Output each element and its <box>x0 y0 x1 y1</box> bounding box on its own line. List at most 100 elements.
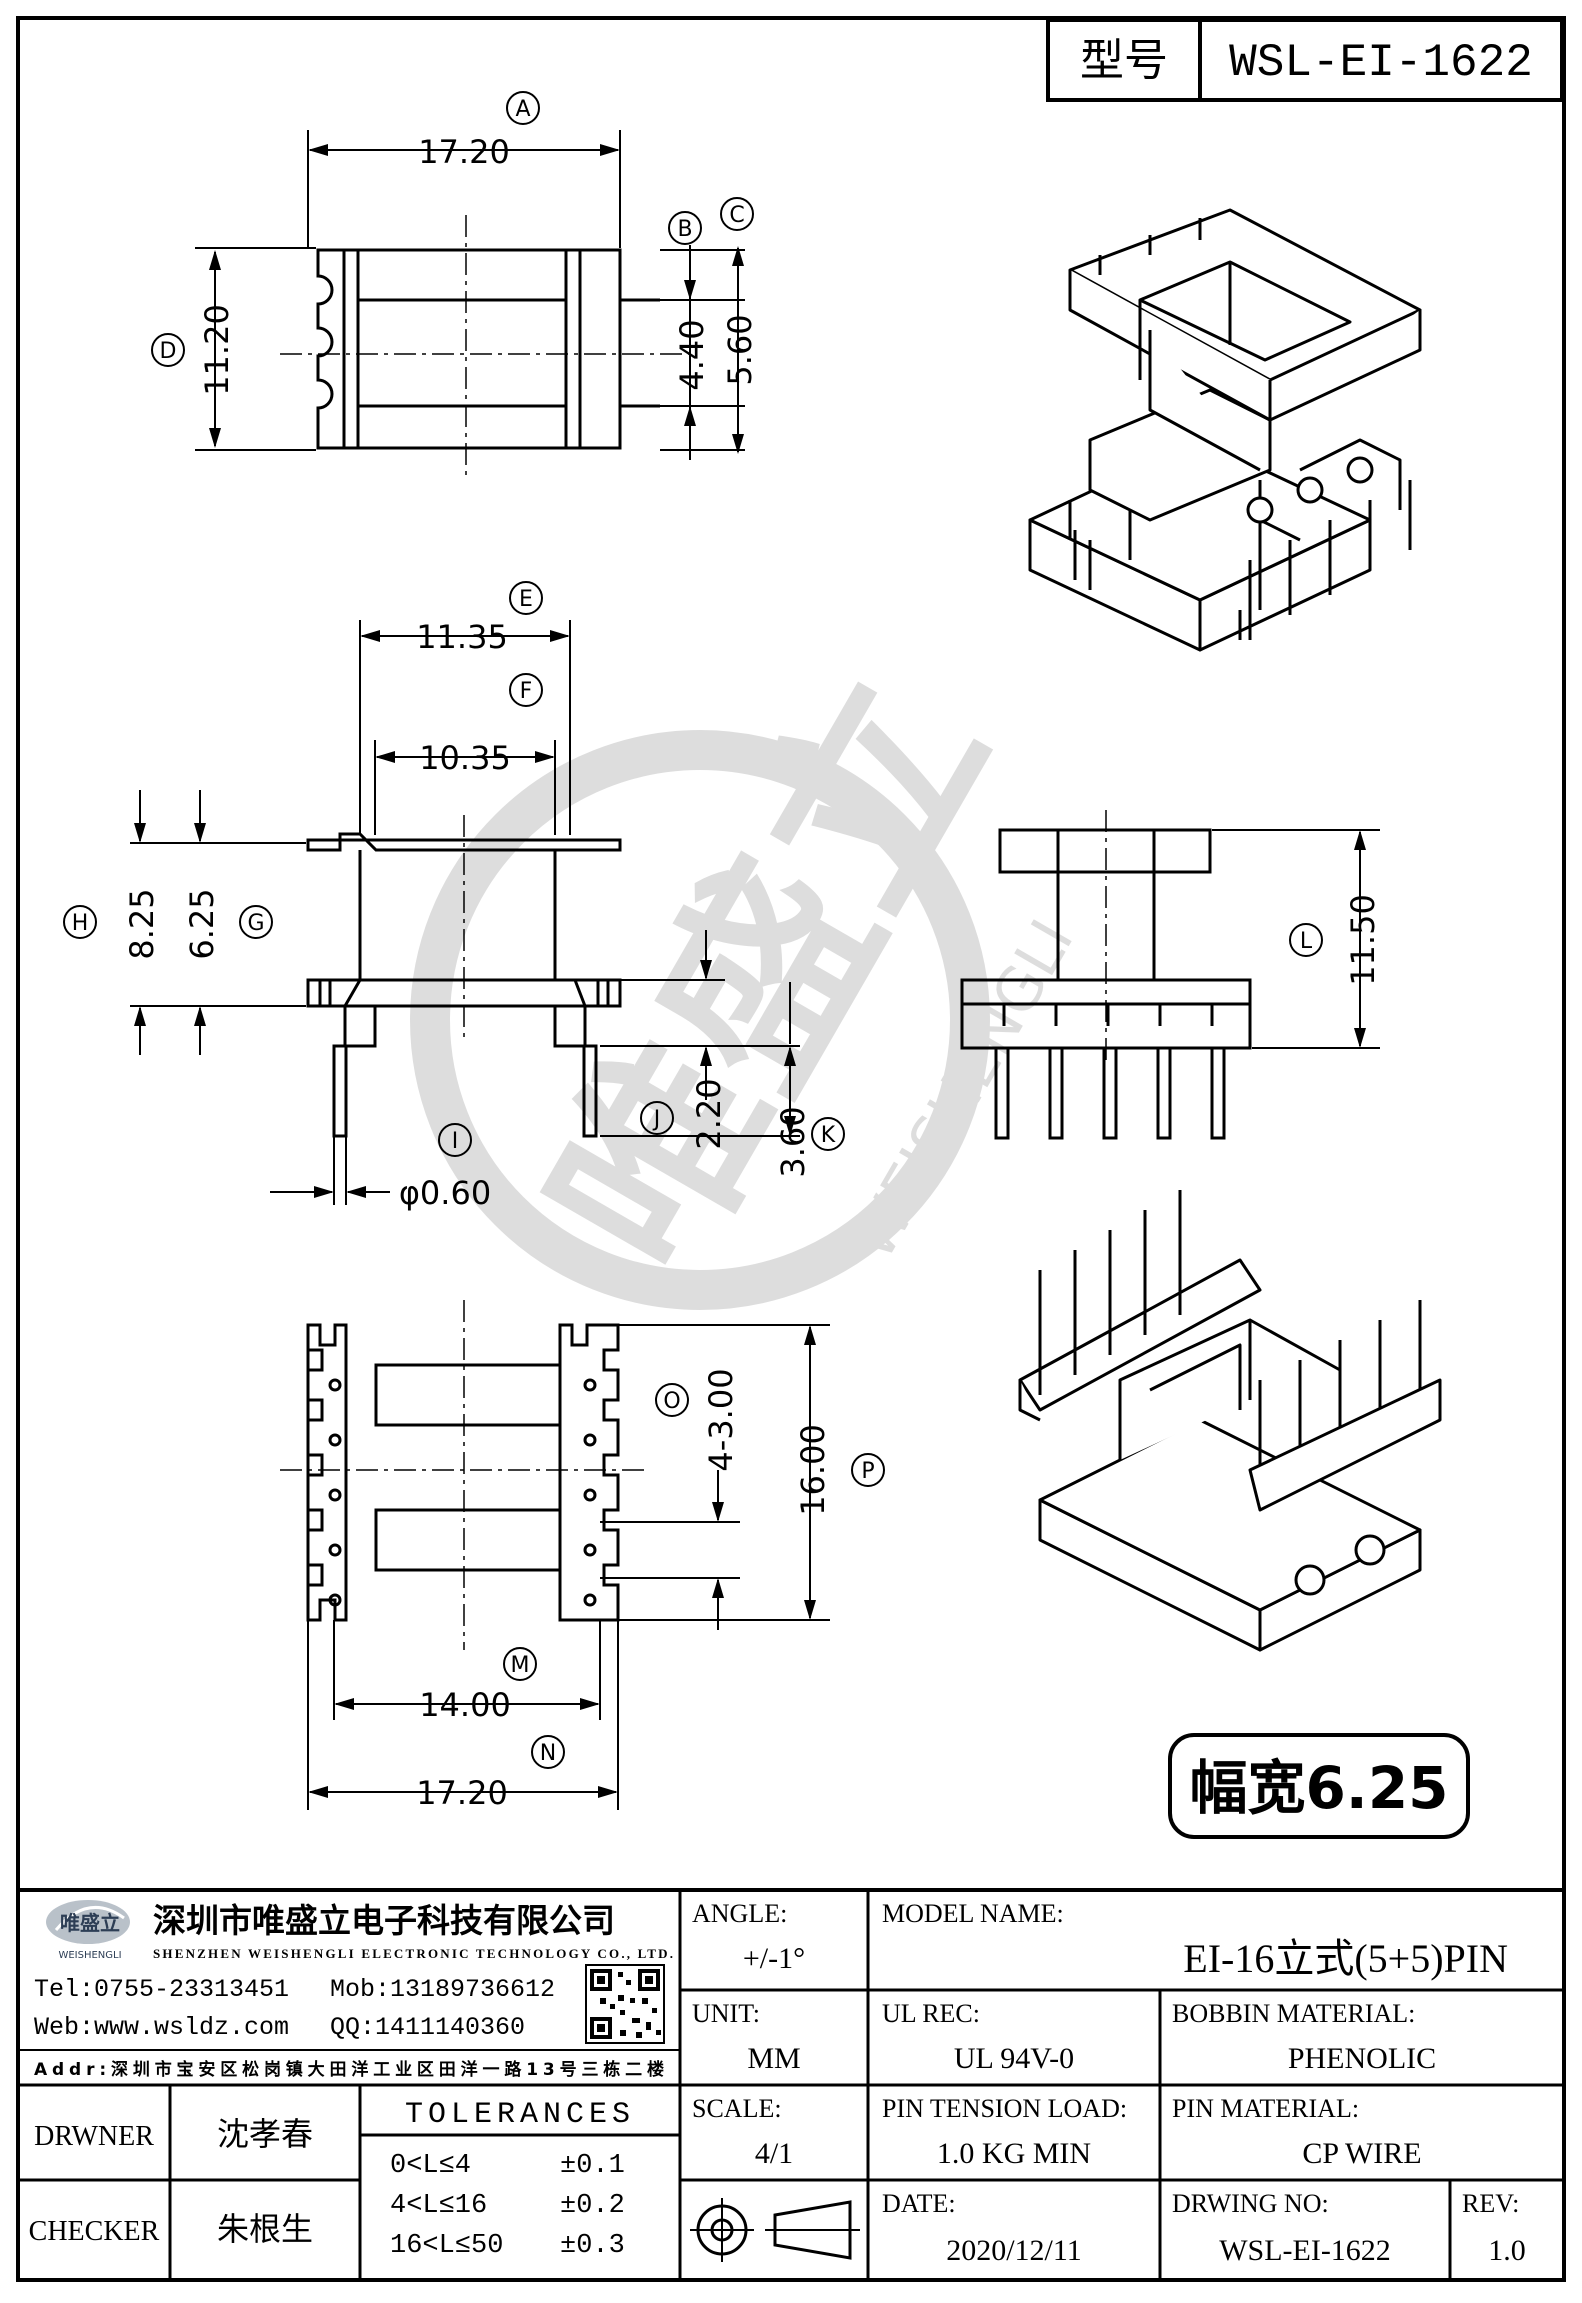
title-block <box>16 1888 1566 2282</box>
dim-j-id: J <box>652 1107 661 1132</box>
rev-label: REV: <box>1462 2189 1519 2218</box>
dim-l-id: L <box>1300 929 1313 954</box>
top-view <box>280 215 690 480</box>
tolerance-range-1: 0<L≤4 <box>390 2151 471 2181</box>
dim-g-id: G <box>247 911 264 936</box>
tolerance-range-2: 4<L≤16 <box>390 2191 487 2221</box>
top-view-labels: 17.20 A B C D 11.20 4.40 5.60 <box>160 97 759 396</box>
iso-view-top <box>1028 208 1422 652</box>
pin-tension-label: PIN TENSION LOAD: <box>882 2094 1127 2123</box>
dim-h-value: 8.25 <box>123 888 161 959</box>
rev-value: 1.0 <box>1488 2234 1526 2267</box>
angle-label: ANGLE: <box>692 1899 787 1928</box>
company-name-en: SHENZHEN WEISHENGLI ELECTRONIC TECHNOLOG… <box>153 1946 673 1961</box>
dim-p-value: 16.00 <box>794 1424 832 1516</box>
dim-i-id: I <box>452 1129 459 1154</box>
unit-value: MM <box>747 2042 800 2075</box>
dim-g-value: 6.25 <box>183 888 221 959</box>
width-badge: 幅宽6.25 <box>1168 1733 1470 1839</box>
dim-f-value: 10.35 <box>419 739 511 777</box>
company-qq: QQ:1411140360 <box>330 2013 525 2042</box>
company-block: 唯盛立 WEISHENGLI 深圳市唯盛立电子科技有限公司 SHENZHEN W… <box>34 1900 673 2080</box>
iso-view-bottom <box>1018 1190 1442 1652</box>
company-web: Web:www.wsldz.com <box>34 2013 289 2042</box>
qr-code <box>585 1964 665 2044</box>
ul-rec-value: UL 94V-0 <box>954 2042 1074 2075</box>
dim-a-id: A <box>515 97 530 122</box>
pin-material-value: CP WIRE <box>1302 2137 1421 2170</box>
dim-d-value: 11.20 <box>198 304 236 396</box>
header-model-box: 型号 WSL-EI-1622 <box>1046 18 1564 102</box>
checker-label: CHECKER <box>29 2216 160 2247</box>
dim-c-id: C <box>729 203 744 228</box>
tolerances-block: TOLERANCES 0<L≤4 ±0.1 4<L≤16 ±0.2 16<L≤5… <box>390 2098 635 2261</box>
top-view-dims <box>151 91 754 460</box>
tolerance-range-3: 16<L≤50 <box>390 2231 503 2261</box>
type-label: 型号 <box>1080 35 1168 86</box>
ul-rec-label: UL REC: <box>882 1999 980 2028</box>
company-logo-sub: WEISHENGLI <box>58 1950 121 1961</box>
dim-p-id: P <box>861 1459 874 1484</box>
front-view <box>306 815 622 1138</box>
unit-label: UNIT: <box>692 1999 760 2028</box>
company-logo: 唯盛立 WEISHENGLI <box>46 1900 130 1961</box>
drawer-label: DRWNER <box>34 2121 154 2152</box>
projection-symbol <box>690 2198 860 2262</box>
signature-block: DRWNER 沈孝春 CHECKER 朱根生 <box>29 2115 313 2248</box>
bottom-view-dims <box>307 1324 885 1810</box>
dim-k-value: 3.60 <box>774 1106 812 1177</box>
dim-i-value: φ0.60 <box>399 1174 491 1212</box>
front-view-dims <box>63 581 845 1205</box>
dim-e-id: E <box>519 587 533 612</box>
tolerance-value-1: ±0.1 <box>560 2151 625 2181</box>
date-label: DATE: <box>882 2189 956 2218</box>
dim-a-value: 17.20 <box>418 133 510 171</box>
pin-material-label: PIN MATERIAL: <box>1172 2094 1359 2123</box>
checker-name: 朱根生 <box>217 2210 313 2248</box>
spec-left-column: ANGLE: +/-1° UNIT: MM SCALE: 4/1 <box>692 1899 805 2170</box>
tolerance-value-3: ±0.3 <box>560 2231 625 2261</box>
side-view-dims <box>1212 829 1380 1049</box>
dim-f-id: F <box>520 679 533 704</box>
dim-c-value: 5.60 <box>721 314 759 385</box>
dim-o-id: O <box>663 1389 680 1414</box>
dim-o-value: 4-3.00 <box>702 1368 740 1471</box>
company-addr: Addr:深圳市宝安区松岗镇大田洋工业区田洋一路13号三栋二楼 <box>34 2059 664 2080</box>
model-name-label: MODEL NAME: <box>882 1899 1064 1928</box>
dim-d-id: D <box>160 339 177 364</box>
company-tel: Tel:0755-23313451 <box>34 1975 289 2004</box>
dim-n-value: 17.20 <box>416 1774 508 1812</box>
model-name-value: EI-16立式(5+5)PIN <box>1183 1936 1508 1981</box>
dim-j-value: 2.20 <box>690 1078 728 1149</box>
dim-l-value: 11.50 <box>1344 894 1382 986</box>
dim-n-id: N <box>540 1741 556 1766</box>
angle-value: +/-1° <box>743 1942 805 1975</box>
side-view <box>960 810 1252 1140</box>
bottom-view <box>280 1300 650 1650</box>
scale-value: 4/1 <box>755 2137 793 2170</box>
width-badge-text: 幅宽6.25 <box>1189 1754 1448 1822</box>
model-code: WSL-EI-1622 <box>1229 37 1533 89</box>
scale-label: SCALE: <box>692 2094 782 2123</box>
dim-m-id: M <box>511 1653 530 1678</box>
tolerance-value-2: ±0.2 <box>560 2191 625 2221</box>
company-logo-text: 唯盛立 <box>60 1911 120 1935</box>
company-name-cn: 深圳市唯盛立电子科技有限公司 <box>153 1901 615 1940</box>
dim-m-value: 14.00 <box>419 1686 511 1724</box>
side-view-labels: L 11.50 <box>1300 894 1382 986</box>
date-value: 2020/12/11 <box>946 2234 1082 2267</box>
dim-e-value: 11.35 <box>416 618 508 656</box>
bottom-view-labels: O 4-3.00 P 16.00 M 14.00 N 17.20 <box>416 1368 874 1812</box>
bobbin-material-label: BOBBIN MATERIAL: <box>1172 1999 1415 2028</box>
bobbin-material-value: PHENOLIC <box>1288 2042 1436 2075</box>
spec-right-columns: MODEL NAME: EI-16立式(5+5)PIN UL REC: UL 9… <box>882 1899 1526 2267</box>
dim-k-id: K <box>821 1123 836 1148</box>
tolerances-title: TOLERANCES <box>405 2098 635 2132</box>
pin-tension-value: 1.0 KG MIN <box>937 2137 1091 2170</box>
drawing-no-value: WSL-EI-1622 <box>1219 2234 1391 2267</box>
front-view-labels: 11.35 10.35 E F H G 8.25 6.25 I φ0.60 J … <box>72 587 836 1212</box>
dim-h-id: H <box>72 911 89 936</box>
watermark: 唯盛立 WEISHENGLI <box>410 640 1088 1310</box>
